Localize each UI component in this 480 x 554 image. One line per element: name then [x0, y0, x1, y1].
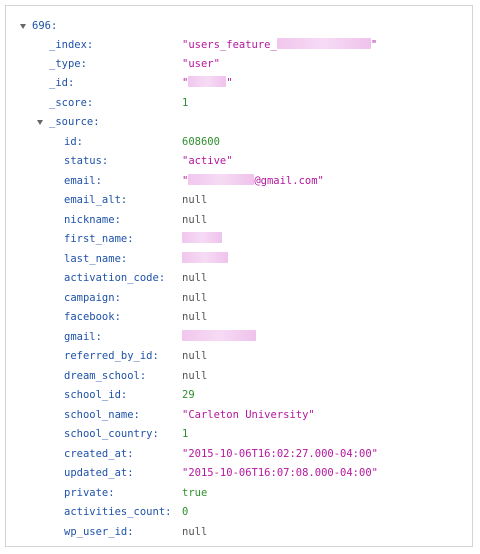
private-key: private:: [64, 487, 115, 499]
email-key: email:: [64, 175, 102, 187]
school-id-key: school_id:: [64, 389, 128, 401]
dream-school-key: dream_school:: [64, 370, 147, 382]
activation-code-key: activation_code:: [64, 272, 166, 284]
index-key: _index:: [49, 39, 94, 51]
gmail-key: gmail:: [64, 331, 102, 343]
school-name-key: school_name:: [64, 409, 140, 421]
nickname-key: nickname:: [64, 214, 121, 226]
facebook-key: facebook:: [64, 311, 121, 323]
wp-user-id-key: wp_user_id:: [64, 526, 134, 538]
expand-root-caret-icon[interactable]: [20, 24, 26, 29]
created-at-value: "2015-10-06T16:02:27.000-04:00": [182, 448, 378, 460]
source-id-key: id:: [64, 136, 83, 148]
email-alt-value: null: [182, 194, 208, 206]
email-alt-key: email_alt:: [64, 194, 128, 206]
redacted-block: [182, 252, 228, 263]
dream-school-value: null: [182, 370, 208, 382]
wp-user-id-value: null: [182, 526, 208, 538]
redacted-block: [182, 232, 222, 243]
referred-by-id-key: referred_by_id:: [64, 350, 159, 362]
first-name-key: first_name:: [64, 233, 134, 245]
source-key: _source:: [49, 116, 100, 128]
id-key: _id:: [49, 77, 75, 89]
source-id-value: 608600: [182, 136, 220, 148]
index-value: "users_feature_": [182, 38, 378, 51]
campaign-value: null: [182, 292, 208, 304]
status-key: status:: [64, 155, 109, 167]
school-country-key: school_country:: [64, 428, 159, 440]
expand-source-caret-icon[interactable]: [37, 120, 43, 125]
school-name-value: "Carleton University": [182, 409, 315, 421]
referred-by-id-value: null: [182, 350, 208, 362]
nickname-value: null: [182, 214, 208, 226]
source-node[interactable]: _source:: [6, 113, 466, 132]
redacted-block: [188, 76, 227, 87]
campaign-key: campaign:: [64, 292, 121, 304]
json-viewer-panel: 696: _index: "users_feature_" _type: "us…: [5, 5, 473, 547]
score-key: _score:: [49, 97, 94, 109]
activation-code-value: null: [182, 272, 208, 284]
root-key: 696:: [32, 20, 58, 32]
private-value: true: [182, 487, 208, 499]
email-value: "@gmail.com": [182, 174, 324, 187]
updated-at-value: "2015-10-06T16:07:08.000-04:00": [182, 467, 378, 479]
school-country-value: 1: [182, 428, 189, 440]
created-at-key: created_at:: [64, 448, 134, 460]
redacted-block: [276, 38, 371, 49]
school-id-value: 29: [182, 389, 195, 401]
gmail-value: [182, 328, 256, 347]
id-value: "": [182, 76, 233, 89]
redacted-block: [182, 330, 256, 341]
last-name-value: [182, 250, 228, 269]
facebook-value: null: [182, 311, 208, 323]
type-key: _type:: [49, 58, 87, 70]
last-name-key: last_name:: [64, 253, 128, 265]
redacted-block: [188, 174, 255, 185]
first-name-value: [182, 230, 222, 249]
updated-at-key: updated_at:: [64, 467, 134, 479]
status-value: "active": [182, 155, 233, 167]
activities-count-value: 0: [182, 506, 189, 518]
activities-count-key: activities_count:: [64, 506, 172, 518]
type-value: "user": [182, 58, 220, 70]
root-node[interactable]: 696:: [6, 17, 466, 36]
score-value: 1: [182, 97, 189, 109]
